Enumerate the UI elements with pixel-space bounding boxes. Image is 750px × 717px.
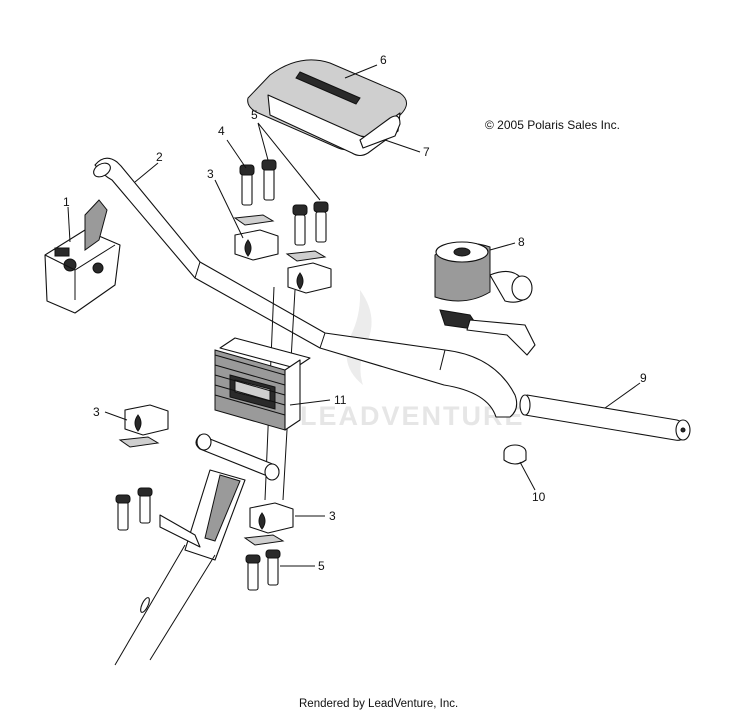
switch-assembly: [44, 199, 121, 314]
callout-3-left: 3: [93, 405, 100, 419]
handlebar: [93, 157, 518, 418]
callout-3-upper: 3: [207, 167, 214, 181]
handlebar-pad: [247, 59, 407, 157]
brake-master-cylinder: [434, 241, 536, 356]
lower-clamp-right: [243, 502, 294, 591]
upper-clamps: [233, 159, 332, 501]
callout-7: 7: [423, 145, 430, 159]
callout-4: 4: [218, 124, 225, 138]
footer-text: Rendered by LeadVenture, Inc.: [299, 698, 458, 710]
callout-5-lower: 5: [318, 559, 325, 573]
callout-2: 2: [156, 150, 163, 164]
copyright-text: © 2005 Polaris Sales Inc.: [485, 118, 620, 132]
watermark-text: LEADVENTURE: [300, 401, 525, 431]
end-plug: [503, 444, 527, 465]
grip: [519, 394, 691, 441]
callout-3-lower: 3: [329, 509, 336, 523]
lower-clamp-left: [115, 404, 169, 531]
callouts: 1 2 3 4 5 6 7 8 9 10 11 3 3 5: [63, 53, 647, 573]
watermark: LEADVENTURE: [300, 290, 525, 431]
callout-11: 11: [334, 393, 347, 407]
callout-1: 1: [63, 195, 70, 209]
callout-5-upper: 5: [251, 108, 258, 122]
riser-block: [214, 337, 311, 431]
callout-6: 6: [380, 53, 387, 67]
callout-9: 9: [640, 371, 647, 385]
leader-lines: [67, 64, 641, 567]
callout-10: 10: [532, 490, 546, 504]
callout-8: 8: [518, 235, 525, 249]
steering-post: [114, 433, 280, 666]
